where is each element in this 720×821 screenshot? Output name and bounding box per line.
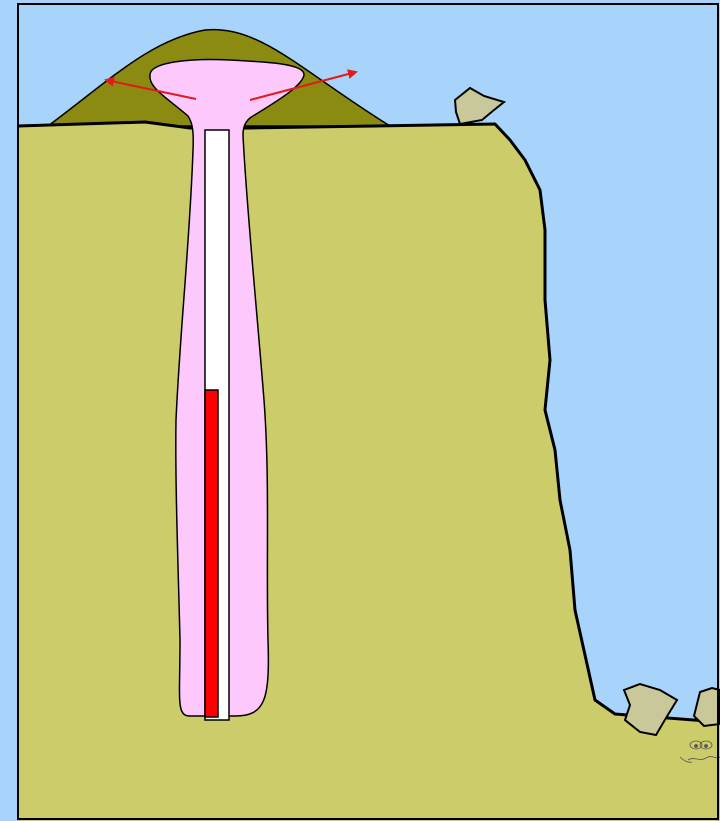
explosive-charge <box>205 390 218 717</box>
